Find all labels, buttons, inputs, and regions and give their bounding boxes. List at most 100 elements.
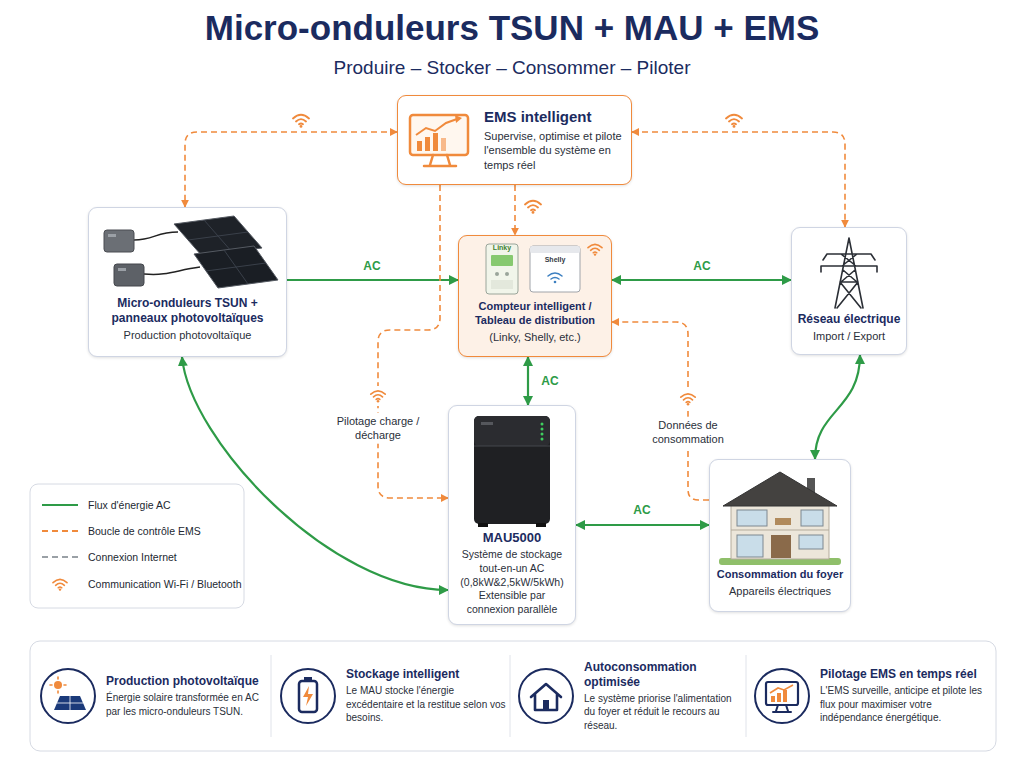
legend-panel-part [42,504,78,506]
meter-picture-part [486,244,518,294]
edge-label: Données de consommation [635,417,741,448]
illustration-slot [402,105,478,175]
solar-inverter-picture-part [104,230,134,252]
battery-cabinet-part [481,422,493,425]
solar-icon-part [54,681,62,689]
monitor-icon-part [417,141,422,151]
node-body: Système de stockage tout-en-un AC (0,8kW… [454,548,570,616]
battery-cabinet-part [541,423,544,426]
node-body: Production photovoltaïque [124,328,252,342]
chart-icon-part [770,685,793,693]
wifi-marks-part [681,394,695,406]
battery-cabinet-part [541,428,544,431]
control-loop [612,322,709,500]
battery-cabinet-part [474,416,550,446]
chart-icon-part [766,682,798,705]
battery-icon-part [281,669,335,723]
chart-icon-part [783,690,787,702]
house-box: Consommation du foyerAppareils électriqu… [709,459,851,612]
node-title: Pilotage EMS en temps réel [820,667,992,682]
monitor-icon-part [433,133,438,151]
meter-box: Compteur intelligent / Tableau de distri… [458,235,612,357]
monitor-icon-part [441,138,446,151]
house-icon [514,666,578,726]
monitor-icon-part [424,155,456,166]
node-title: Micro-onduleurs TSUN + panneaux photovol… [94,296,281,326]
text-column: Pilotage EMS en temps réelL'EMS surveill… [820,667,992,725]
battery-cabinet-part [541,433,544,436]
node-body: (Linky, Shelly, etc.) [489,330,580,344]
feature-card: Production photovoltaïqueÉnergie solaire… [36,648,268,744]
meter-picture-part [505,272,509,276]
wifi-marks-part [293,115,309,128]
wifi-marks-part [677,389,699,409]
edge-label: AC [538,374,561,388]
node-body: Le MAU stocke l'énergie excédentaire et … [346,684,506,725]
house-picture-part [731,504,829,559]
chart-icon [750,666,814,726]
illustration-slot [464,240,606,300]
solar-inverter-picture-part [108,234,116,237]
node-title: Réseau électrique [798,312,901,327]
node-title: Production photovoltaïque [106,674,268,689]
meter-picture-part [495,272,499,276]
illustration-slot [797,232,901,312]
battery-cabinet-part [541,438,544,441]
control-loop [632,132,845,227]
solar-icon-part [54,696,86,710]
node-body: Énergie solaire transformée en AC par le… [106,691,268,718]
wifi-marks-part [371,391,385,403]
node-title: Stockage intelligent [346,667,506,682]
battery-icon-part [299,681,317,712]
energy-flow [612,279,791,281]
energy-flow [182,357,448,590]
wifi-marks-part [367,386,389,406]
battery-cabinet-part [474,446,550,447]
legend-text: Connexion Internet [88,551,177,563]
legend-panel-part [53,579,67,590]
house-icon-part [519,669,573,723]
node-title: Consommation du foyer [717,568,844,582]
house-picture-part [737,535,763,557]
monitor-icon-part [410,115,468,155]
energy-flow [576,524,709,526]
battery-cabinet-part [478,523,488,527]
text-column: Autoconsommation optimiséeLe système pri… [584,660,742,733]
edge-label: AC [630,503,653,517]
diagram-title: Micro-onduleurs TSUN + MAU + EMS [0,8,1024,48]
node-title: Autoconsommation optimisée [584,660,742,690]
chart-icon-part [771,696,775,702]
house-picture-part [775,518,791,525]
house-picture-part [801,510,823,526]
monitor-icon [402,105,478,175]
feature-card: Autoconsommation optimiséeLe système pri… [514,648,742,744]
meter-picture-part [554,281,557,284]
illustration-slot [276,666,340,726]
battery-icon [276,666,340,726]
meter-picture-part [548,273,562,279]
monitor-icon-part [425,137,430,151]
solar-inverter-picture-part [194,246,278,288]
legend-text: Communication Wi-Fi / Bluetooth [88,578,241,590]
illustration-slot [36,666,100,726]
node-body: Appareils électriques [729,584,831,598]
edge-label: AC [360,259,383,273]
battery-icon-part [303,686,313,706]
solar-inverter-picture-part [188,220,248,252]
control-loop [378,185,448,498]
solar-inverter-picture-part [114,264,144,286]
legend-text: Flux d'énergie AC [88,499,171,511]
ems-box: EMS intelligentSupervise, optimise et pi… [397,95,632,185]
node-body: Le système priorise l'alimentation du fo… [584,692,742,733]
node-body: Import / Export [813,329,885,343]
energy-flow [815,355,860,459]
meter-picture [464,240,606,300]
battery-cabinet [454,410,570,530]
meter-picture-part [530,246,580,253]
grid-box: Réseau électriqueImport / Export [791,227,907,355]
legend-text: Boucle de contrôle EMS [88,525,201,537]
battery-cabinet-part [474,416,550,524]
legend-panel [30,484,244,608]
node-body: L'EMS surveille, anticipe et pilote les … [820,684,992,725]
